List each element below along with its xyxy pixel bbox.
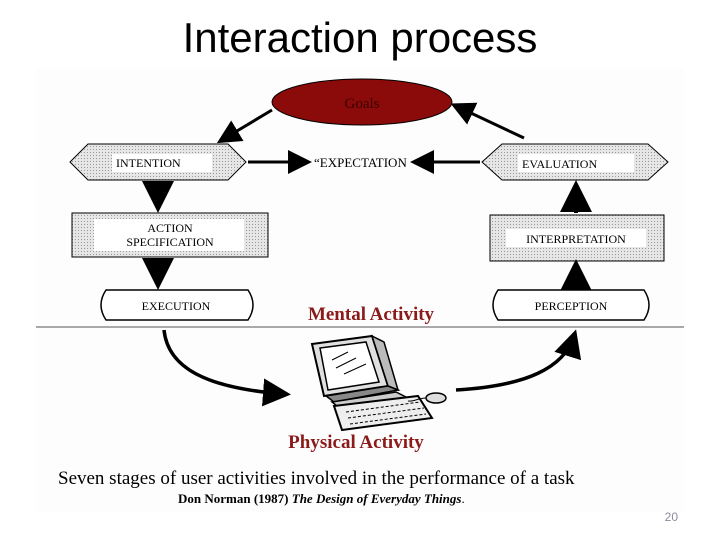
perception-shape [492, 289, 650, 321]
execution-shape [100, 289, 254, 321]
action-label-line1: ACTION [147, 221, 193, 235]
intention-label: INTENTION [116, 156, 181, 170]
citation-end: . [461, 491, 464, 506]
mental-activity-label: Mental Activity [308, 304, 435, 325]
citation-author: Don Norman (1987) [178, 491, 292, 506]
evaluation-to-goals-arrow [450, 102, 525, 140]
execution-label: EXECUTION [142, 299, 211, 313]
execution-to-computer-arrow [162, 329, 291, 407]
evaluation-label-bg [518, 154, 634, 172]
seven-stages-figure: Goals INTENTION EVALUATION “EXPECTATION … [36, 68, 684, 512]
slide-title: Interaction process [182, 14, 538, 61]
action-label-bg [94, 219, 244, 251]
seven-stages-diagram: Goals INTENTION EVALUATION “EXPECTATION … [36, 78, 684, 506]
perception-label: PERCEPTION [535, 299, 608, 313]
citation-title: The Design of Everyday Things [292, 491, 462, 506]
computer-to-perception-arrow [455, 329, 582, 392]
figure-citation: Don Norman (1987) The Design of Everyday… [178, 491, 465, 506]
intention-label-bg [112, 154, 212, 172]
computer-illustration [310, 334, 447, 432]
goals-label: Goals [345, 96, 380, 112]
slide-number: 20 [664, 510, 678, 524]
goals-ellipse [271, 78, 453, 126]
goals-to-intention-arrow [216, 108, 273, 144]
interpretation-label: INTERPRETATION [526, 232, 626, 246]
evaluation-label: EVALUATION [522, 157, 597, 171]
interpretation-label-bg [506, 229, 646, 247]
action-label-line2: SPECIFICATION [126, 235, 214, 249]
physical-activity-label: Physical Activity [288, 432, 424, 453]
expectation-label: “EXPECTATION [314, 155, 407, 170]
figure-caption: Seven stages of user activities involved… [58, 468, 575, 489]
